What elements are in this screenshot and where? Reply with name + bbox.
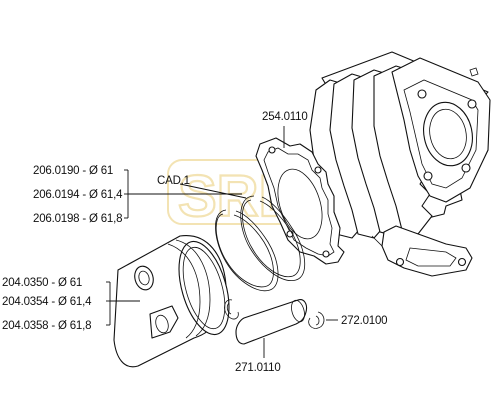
circlip-right-part bbox=[308, 311, 325, 329]
pin-label: 271.0110 bbox=[235, 362, 281, 374]
cylinder-part bbox=[309, 51, 491, 277]
piston-rings-part bbox=[215, 195, 306, 292]
wrist-pin-part bbox=[235, 299, 308, 345]
cad-label: CAD.1 bbox=[157, 175, 190, 187]
ring-label-1: 206.0190 - Ø 61 bbox=[33, 165, 113, 177]
gasket-label: 254.0110 bbox=[262, 111, 308, 123]
ring-label-2: 206.0194 - Ø 61,4 bbox=[33, 189, 123, 201]
piston-label-1: 204.0350 - Ø 61 bbox=[2, 277, 82, 289]
clip-label: 272.0100 bbox=[341, 315, 387, 327]
piston-label-2: 204.0354 - Ø 61,4 bbox=[2, 296, 92, 308]
circlip-left-part bbox=[224, 299, 239, 320]
leader-lines bbox=[106, 126, 338, 358]
piston-label-3: 204.0358 - Ø 61,8 bbox=[2, 320, 91, 332]
base-gasket-part bbox=[255, 137, 345, 265]
piston-part bbox=[113, 235, 230, 368]
part-labels: 254.0110 CAD.1 206.0190 - Ø 61 206.0194 … bbox=[2, 111, 388, 374]
ring-label-3: 206.0198 - Ø 61,8 bbox=[33, 213, 122, 225]
